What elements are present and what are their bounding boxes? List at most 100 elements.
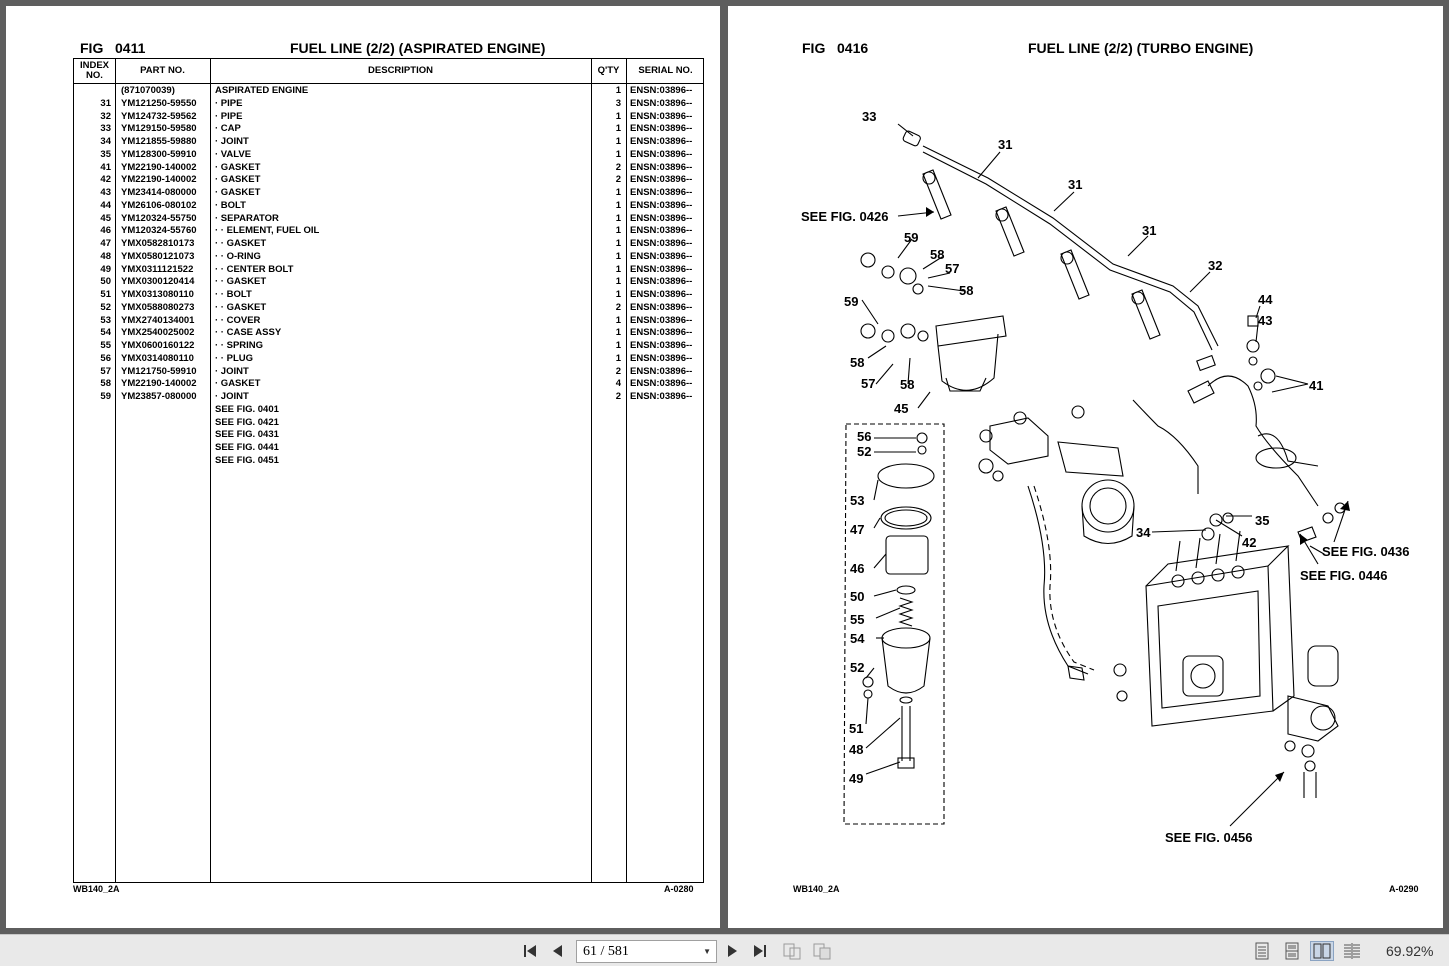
serial-cell: ENSN:03896-- bbox=[630, 212, 693, 224]
description-cell: · · SPRING bbox=[215, 340, 264, 351]
description-cell: SEE FIG. 0441 bbox=[215, 442, 279, 453]
part-number-cell: YM22190-140002 bbox=[121, 174, 197, 186]
index-cell: 43 bbox=[100, 187, 111, 198]
last-page-icon bbox=[754, 945, 766, 957]
serial-cell: ENSN:03896-- bbox=[630, 340, 693, 351]
two-page-continuous-button[interactable] bbox=[1342, 941, 1362, 961]
description-cell: · · CASE ASSY bbox=[215, 327, 282, 339]
description-cell: · PIPE bbox=[215, 97, 243, 109]
part-number-cell: YM22190-140002 bbox=[121, 161, 197, 173]
serial-cell: ENSN:03896-- bbox=[630, 327, 693, 339]
index-cell: 44 bbox=[100, 199, 111, 211]
part-number-cell: YM120324-55750 bbox=[121, 212, 197, 224]
callout-44: 44 bbox=[1258, 292, 1273, 307]
part-number-cell: YMX0313080110 bbox=[121, 289, 194, 300]
page-title: FUEL LINE (2/2) (ASPIRATED ENGINE) bbox=[290, 40, 546, 56]
two-page-icon bbox=[1313, 943, 1331, 959]
qty-cell: 1 bbox=[615, 250, 621, 262]
description-cell: · VALVE bbox=[215, 148, 252, 160]
callout-56: 56 bbox=[857, 429, 871, 444]
qty-cell: 1 bbox=[615, 225, 621, 237]
index-cell: 41 bbox=[100, 161, 111, 173]
index-cell: 49 bbox=[100, 263, 111, 275]
fit-width-button[interactable] bbox=[782, 941, 802, 961]
description-cell: SEE FIG. 0451 bbox=[215, 454, 279, 466]
callout-31: 31 bbox=[1142, 223, 1156, 238]
callout-54: 54 bbox=[850, 631, 865, 646]
serial-cell: ENSN:03896-- bbox=[630, 174, 693, 186]
index-cell: 56 bbox=[100, 352, 111, 364]
serial-cell: ENSN:03896-- bbox=[630, 391, 693, 402]
fig-number: 0416 bbox=[837, 40, 869, 56]
fig-label: FIG 0411 bbox=[80, 40, 146, 56]
callout-57: 57 bbox=[945, 261, 959, 276]
first-page-button[interactable] bbox=[520, 941, 540, 961]
part-number-cell: YM121855-59880 bbox=[121, 136, 197, 147]
callout-52: 52 bbox=[857, 444, 871, 459]
description-cell: · · GASKET bbox=[215, 301, 267, 313]
last-page-button[interactable] bbox=[750, 941, 770, 961]
fig-label: FIG 0416 bbox=[802, 40, 869, 56]
index-cell: 45 bbox=[100, 212, 111, 224]
two-page-view-button[interactable] bbox=[1310, 941, 1334, 961]
index-cell: 57 bbox=[100, 365, 111, 377]
index-cell: 33 bbox=[100, 123, 111, 135]
see-fig-0436-label: SEE FIG. 0436 bbox=[1322, 544, 1409, 559]
page-title: FUEL LINE (2/2) (TURBO ENGINE) bbox=[1028, 40, 1254, 56]
description-cell: · · GASKET bbox=[215, 238, 267, 249]
qty-cell: 1 bbox=[615, 199, 621, 211]
page-number-field[interactable]: 61 / 581 ▼ bbox=[576, 940, 717, 963]
qty-cell: 1 bbox=[615, 352, 621, 364]
part-number-cell: YMX2540025002 bbox=[121, 327, 195, 339]
fit-page-button[interactable] bbox=[812, 941, 832, 961]
next-page-icon bbox=[728, 945, 737, 957]
serial-cell: ENSN:03896-- bbox=[630, 148, 693, 160]
prev-page-button[interactable] bbox=[548, 941, 568, 961]
index-cell: 35 bbox=[100, 148, 111, 160]
description-cell: · · GASKET bbox=[215, 276, 267, 288]
serial-cell: ENSN:03896-- bbox=[630, 110, 693, 122]
description-cell: · · COVER bbox=[215, 314, 261, 326]
continuous-view-button[interactable] bbox=[1282, 941, 1302, 961]
serial-cell: ENSN:03896-- bbox=[630, 187, 693, 198]
callout-46: 46 bbox=[850, 561, 864, 576]
index-cell: 51 bbox=[100, 289, 111, 300]
part-number-cell: YM26106-080102 bbox=[121, 199, 197, 211]
column-header-qty: Q'TY bbox=[597, 65, 620, 76]
callout-53: 53 bbox=[850, 493, 864, 508]
description-cell: · BOLT bbox=[215, 199, 246, 211]
description-cell: · SEPARATOR bbox=[215, 212, 279, 224]
part-number-cell: YM124732-59562 bbox=[121, 110, 197, 122]
table-row: SEE FIG. 0421 bbox=[74, 417, 703, 430]
qty-cell: 1 bbox=[615, 289, 621, 300]
single-page-icon bbox=[1255, 942, 1269, 960]
serial-cell: ENSN:03896-- bbox=[630, 161, 693, 173]
fit-width-icon bbox=[783, 943, 801, 960]
serial-cell: ENSN:03896-- bbox=[630, 378, 693, 390]
part-number-cell: YMX0588080273 bbox=[121, 301, 195, 313]
callout-57: 57 bbox=[861, 376, 875, 391]
zoom-level[interactable]: 69.92% bbox=[1386, 943, 1434, 959]
serial-cell: ENSN:03896-- bbox=[630, 250, 693, 262]
callout-34: 34 bbox=[1136, 525, 1151, 540]
viewer-toolbar: 61 / 581 ▼ 69.92% bbox=[0, 934, 1449, 966]
qty-cell: 1 bbox=[615, 187, 621, 198]
serial-cell: ENSN:03896-- bbox=[630, 136, 693, 147]
single-page-view-button[interactable] bbox=[1252, 941, 1272, 961]
column-header-serial: SERIAL NO. bbox=[638, 65, 693, 76]
serial-cell: ENSN:03896-- bbox=[630, 301, 693, 313]
serial-cell: ENSN:03896-- bbox=[630, 85, 693, 96]
qty-cell: 2 bbox=[615, 365, 621, 377]
column-header-part: PART NO. bbox=[140, 65, 185, 76]
next-page-button[interactable] bbox=[722, 941, 742, 961]
qty-cell: 1 bbox=[615, 148, 621, 160]
chevron-down-icon[interactable]: ▼ bbox=[703, 947, 711, 956]
